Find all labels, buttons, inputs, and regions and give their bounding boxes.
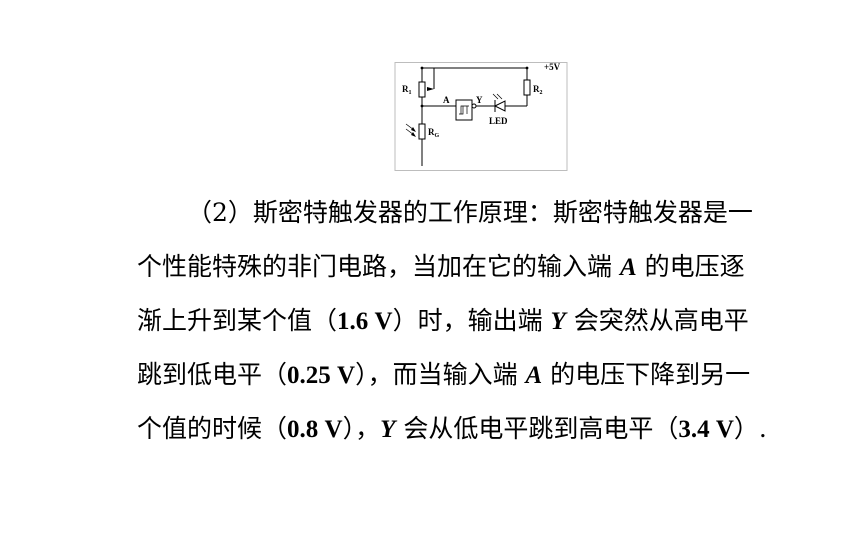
text-segment: ）时，输出端 (392, 306, 551, 335)
text-segment: 1.6 V (337, 308, 393, 335)
led-light-arrow (492, 93, 499, 100)
node-y-label: Y (476, 95, 483, 105)
paragraph-line: 渐上升到某个值（1.6 V）时，输出端 Y 会突然从高电平 (137, 294, 787, 348)
text-segment: Y (380, 416, 396, 443)
hysteresis-icon (459, 105, 469, 115)
led-label: LED (489, 116, 508, 126)
text-segment: （2）斯密特触发器的工作原理：斯密特触发器是一 (187, 198, 753, 227)
text-segment: A (619, 254, 637, 281)
rg-label: RG (428, 127, 440, 139)
led-light-arrow (496, 93, 503, 100)
paragraph: （2）斯密特触发器的工作原理：斯密特触发器是一 个性能特殊的非门电路，当加在它的… (137, 186, 787, 456)
circuit-diagram: +5V R1 A Y LED R2 RG (394, 62, 568, 171)
schmitt-trigger (455, 99, 473, 121)
r2-resistor (523, 79, 531, 96)
text-segment: Y (550, 308, 566, 335)
text-segment: 3.4 V (678, 416, 734, 443)
r1-resistor (418, 81, 426, 98)
text-segment: ），而当输入端 (355, 360, 526, 389)
paragraph-line: （2）斯密特触发器的工作原理：斯密特触发器是一 (137, 186, 787, 240)
r2-label: R2 (533, 84, 543, 96)
text-segment: 0.25 V (287, 362, 356, 389)
text-segment: 会从低电平跳到高电平（ (395, 414, 679, 443)
text-segment: 0.8 V (287, 416, 343, 443)
diagram-frame (394, 62, 568, 171)
node-a-label: A (443, 95, 450, 105)
rg-photoresistor (418, 123, 426, 140)
text-segment: ）， (342, 414, 381, 443)
text-segment: 跳到低电平（ (137, 360, 288, 389)
paragraph-line: 个性能特殊的非门电路，当加在它的输入端 A 的电压逐 (137, 240, 787, 294)
text-segment: 的电压下降到另一 (542, 360, 751, 389)
text-segment: 渐上升到某个值（ (137, 306, 338, 335)
r1-wiper-arrow (427, 87, 434, 91)
paragraph-line: 个值的时候（0.8 V），Y 会从低电平跳到高电平（3.4 V）. (137, 402, 787, 456)
led-icon (493, 100, 506, 112)
supply-label: +5V (544, 62, 561, 72)
r1-label: R1 (402, 84, 412, 96)
paragraph-line: 跳到低电平（0.25 V），而当输入端 A 的电压下降到另一 (137, 348, 787, 402)
text-segment: ）. (733, 414, 767, 443)
text-segment: 的电压逐 (636, 252, 745, 281)
text-segment: A (525, 362, 543, 389)
text-segment: 个值的时候（ (137, 414, 288, 443)
text-segment: 个性能特殊的非门电路，当加在它的输入端 (137, 252, 620, 281)
text-segment: 会突然从高电平 (565, 306, 749, 335)
